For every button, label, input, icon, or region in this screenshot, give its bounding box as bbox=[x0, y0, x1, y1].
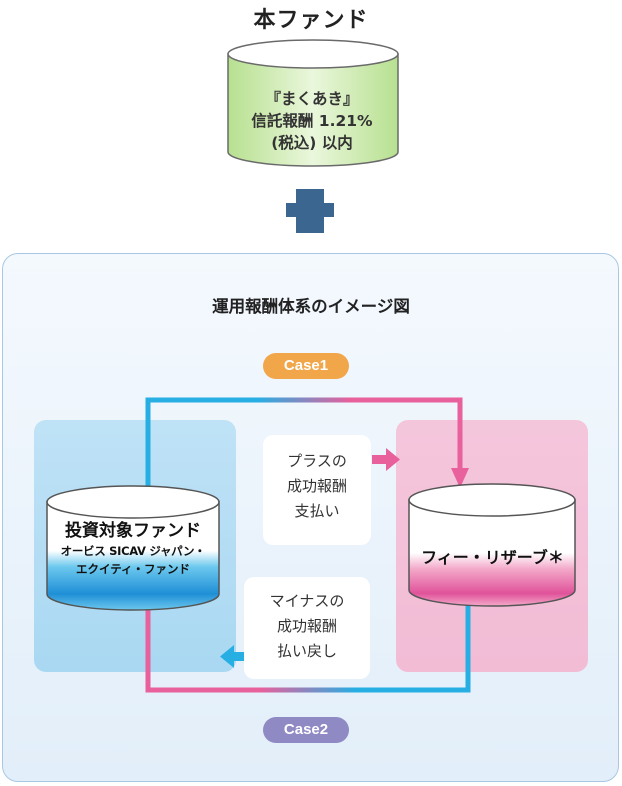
invest-fund-title: 投資対象ファンド bbox=[65, 521, 201, 541]
top-fund-cylinder bbox=[227, 39, 399, 167]
minus-note-line3: 払い戻し bbox=[276, 642, 337, 660]
plus-note-line3: 支払い bbox=[294, 502, 340, 520]
plus-payment-arrow-icon bbox=[372, 448, 400, 471]
top-fund-fee-text: 『まくあき』 信託報酬 1.21% (税込) 以内 bbox=[222, 88, 402, 154]
case2-badge: Case2 bbox=[263, 717, 349, 743]
top-fund-line3: (税込) 以内 bbox=[271, 134, 353, 152]
fee-reserve-cylinder bbox=[408, 483, 576, 607]
minus-note-line2: 成功報酬 bbox=[276, 617, 337, 635]
fee-reserve-label: フィー・リザーブ＊ bbox=[421, 548, 564, 567]
invest-fund-cylinder bbox=[46, 485, 220, 611]
panel-title: 運用報酬体系のイメージ図 bbox=[212, 297, 410, 316]
invest-fund-name-line2: エクイティ・ファンド bbox=[75, 562, 191, 576]
plus-fee-note: プラスの 成功報酬 支払い bbox=[263, 435, 371, 545]
plus-sign-icon bbox=[286, 189, 334, 233]
case2-flow-line bbox=[145, 588, 471, 693]
minus-fee-note: マイナスの 成功報酬 払い戻し bbox=[244, 577, 370, 679]
minus-note-line1: マイナスの bbox=[269, 592, 345, 610]
plus-note-line1: プラスの bbox=[287, 452, 347, 470]
case1-flow-line bbox=[145, 397, 463, 500]
top-fund-line1: 『まくあき』 bbox=[265, 90, 359, 108]
minus-refund-arrow-icon bbox=[220, 645, 246, 668]
plus-note-line2: 成功報酬 bbox=[286, 477, 347, 495]
top-fund-title: 本ファンド bbox=[253, 8, 369, 33]
invest-fund-name-line1: オービス SICAV ジャパン・ bbox=[60, 544, 206, 558]
case1-arrowhead-icon bbox=[451, 468, 469, 488]
top-fund-line2: 信託報酬 1.21% bbox=[251, 112, 373, 130]
case1-badge: Case1 bbox=[263, 353, 349, 379]
